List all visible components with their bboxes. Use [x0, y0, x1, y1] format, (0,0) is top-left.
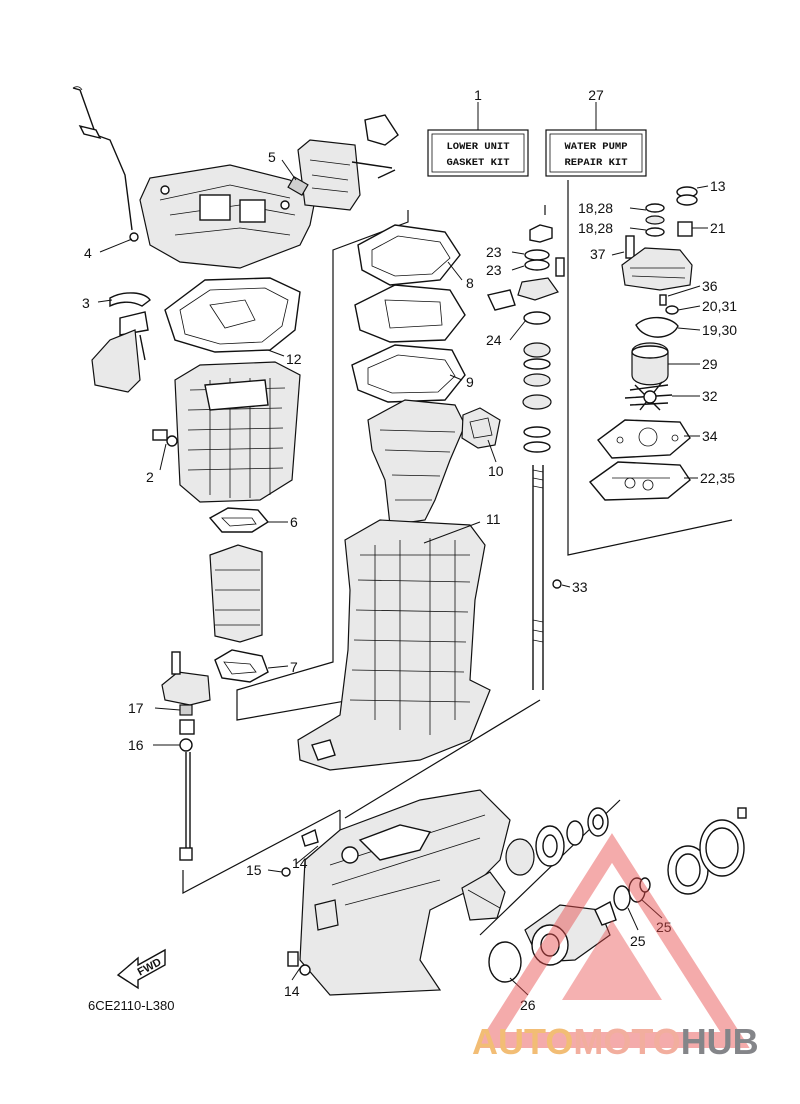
callout-36: 36 — [702, 278, 718, 294]
callout-18-28a: 18,28 — [578, 200, 613, 216]
callout-32: 32 — [702, 388, 718, 404]
exhaust-pipe — [209, 544, 263, 643]
midsection-housing — [297, 519, 491, 771]
callout-14b: 14 — [284, 983, 300, 999]
callout-8: 8 — [466, 275, 474, 291]
callout-11: 11 — [486, 511, 501, 527]
gasket-7 — [214, 649, 269, 683]
callout-22-35: 22,35 — [700, 470, 735, 486]
callout-25b: 25 — [656, 919, 672, 935]
kit-line-1: WATER PUMP — [564, 141, 627, 153]
callout-34: 34 — [702, 428, 718, 444]
callout-12: 12 — [286, 351, 302, 367]
callout-23a: 23 — [486, 244, 502, 260]
callout-4: 4 — [84, 245, 92, 261]
callout-15: 15 — [246, 862, 262, 878]
kit-box-water-pump-repair: 27 WATER PUMP REPAIR KIT — [545, 87, 647, 177]
watermark-triangle-icon — [475, 833, 750, 1048]
callout-23b: 23 — [486, 262, 502, 278]
kit-number-1: 1 — [474, 87, 482, 103]
gasket-9 — [351, 344, 466, 403]
callout-26: 26 — [520, 997, 536, 1013]
watermark-logo: AUTOMOTOHUB — [472, 833, 759, 1062]
callout-14a: 14 — [292, 855, 308, 871]
callout-labels: 4 3 5 12 2 6 7 17 16 8 9 10 11 23 23 24 … — [82, 149, 737, 1013]
callout-13: 13 — [710, 178, 726, 194]
callout-37: 37 — [590, 246, 606, 262]
callout-17: 17 — [128, 700, 144, 716]
fwd-label: FWD — [136, 956, 164, 978]
grommet-10 — [461, 407, 501, 449]
callout-16: 16 — [128, 737, 144, 753]
fwd-arrow: FWD — [116, 948, 166, 990]
callout-10: 10 — [488, 463, 504, 479]
upper-casing-left — [174, 361, 301, 503]
shift-rod-assembly — [161, 651, 211, 861]
exhaust-guide-assembly — [72, 86, 399, 393]
driveshaft-column — [486, 224, 565, 690]
upper-casing-center — [367, 399, 466, 526]
lower-gearcase — [281, 789, 511, 996]
water-pump-assembly — [588, 186, 698, 501]
callout-6: 6 — [290, 514, 298, 530]
callout-18-28b: 18,28 — [578, 220, 613, 236]
callout-29: 29 — [702, 356, 718, 372]
callout-25a: 25 — [630, 933, 646, 949]
callout-21: 21 — [710, 220, 726, 236]
callout-20-31: 20,31 — [702, 298, 737, 314]
watermark-text: AUTOMOTOHUB — [472, 1021, 759, 1062]
bearing-rings-right — [667, 807, 747, 895]
kit-line-2: GASKET KIT — [446, 157, 509, 169]
leader-lines — [97, 159, 709, 996]
gear-train — [461, 807, 609, 921]
gasket-8 — [357, 224, 461, 286]
plug-2 — [152, 429, 178, 447]
callout-19-30: 19,30 — [702, 322, 737, 338]
kit-box-lower-unit-gasket: 1 LOWER UNIT GASKET KIT — [427, 87, 529, 177]
callout-9: 9 — [466, 374, 474, 390]
gasket-upper-mid — [354, 284, 466, 343]
prop-shaft-housing — [488, 877, 651, 983]
callout-3: 3 — [82, 295, 90, 311]
diagram-code: 6CE2110-L380 — [88, 998, 175, 1013]
gasket-12 — [164, 277, 301, 353]
kit-line-2: REPAIR KIT — [564, 157, 627, 169]
callout-5: 5 — [268, 149, 276, 165]
callout-7: 7 — [290, 659, 298, 675]
kit-line-1: LOWER UNIT — [446, 141, 509, 153]
kit-number-27: 27 — [588, 87, 604, 103]
callout-24: 24 — [486, 332, 502, 348]
callout-33: 33 — [572, 579, 588, 595]
callout-2: 2 — [146, 469, 154, 485]
gasket-6 — [208, 507, 270, 533]
